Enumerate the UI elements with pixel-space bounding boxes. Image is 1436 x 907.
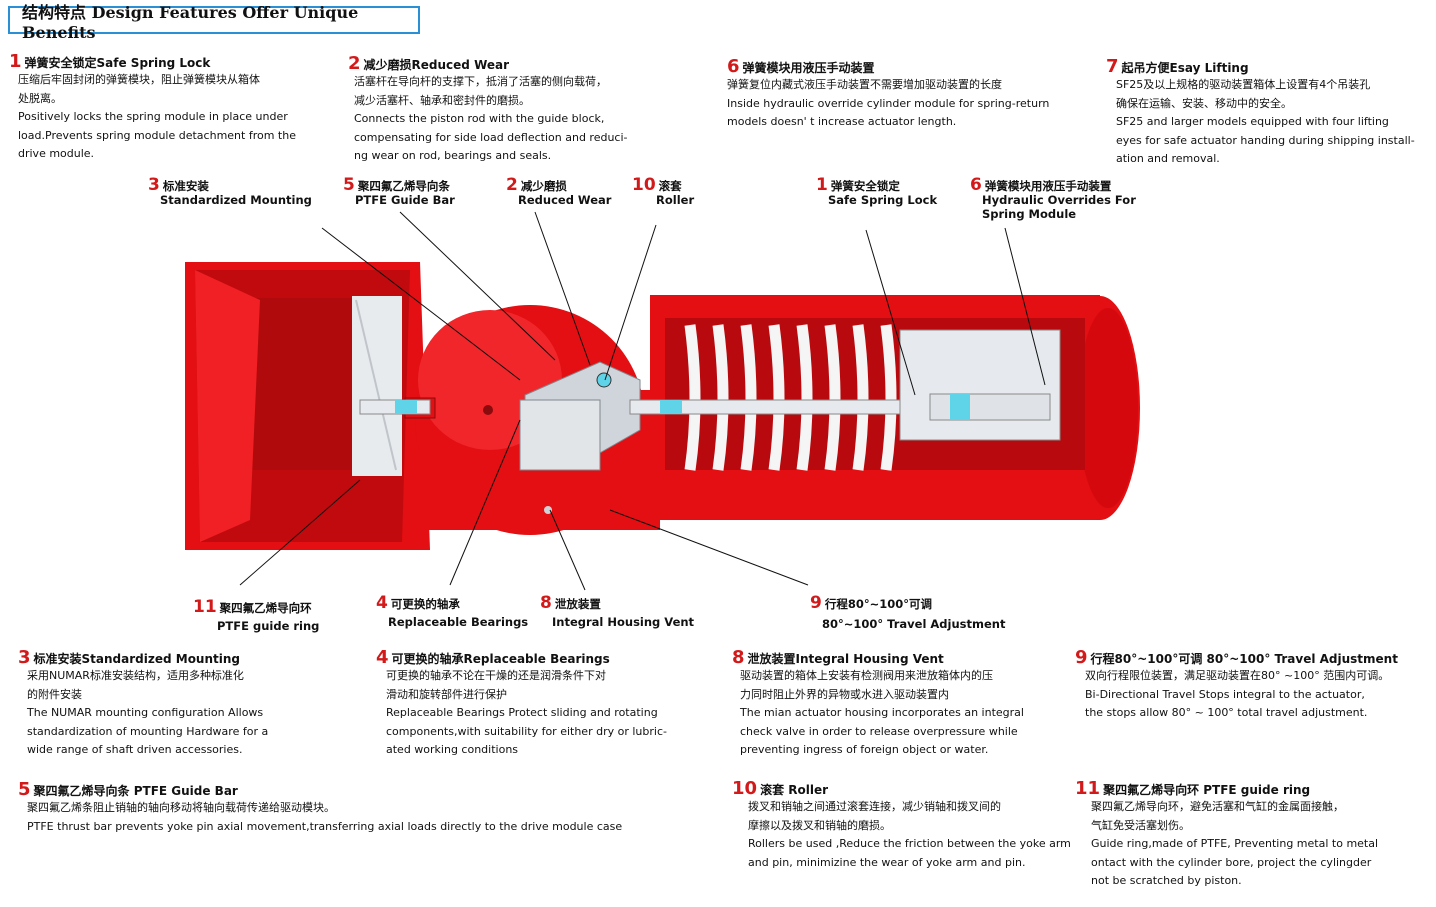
leader-lines — [239, 211, 1046, 591]
left-cylinder — [185, 262, 430, 550]
springs — [684, 324, 897, 471]
yoke — [519, 361, 641, 471]
piston-rods — [359, 329, 1061, 441]
